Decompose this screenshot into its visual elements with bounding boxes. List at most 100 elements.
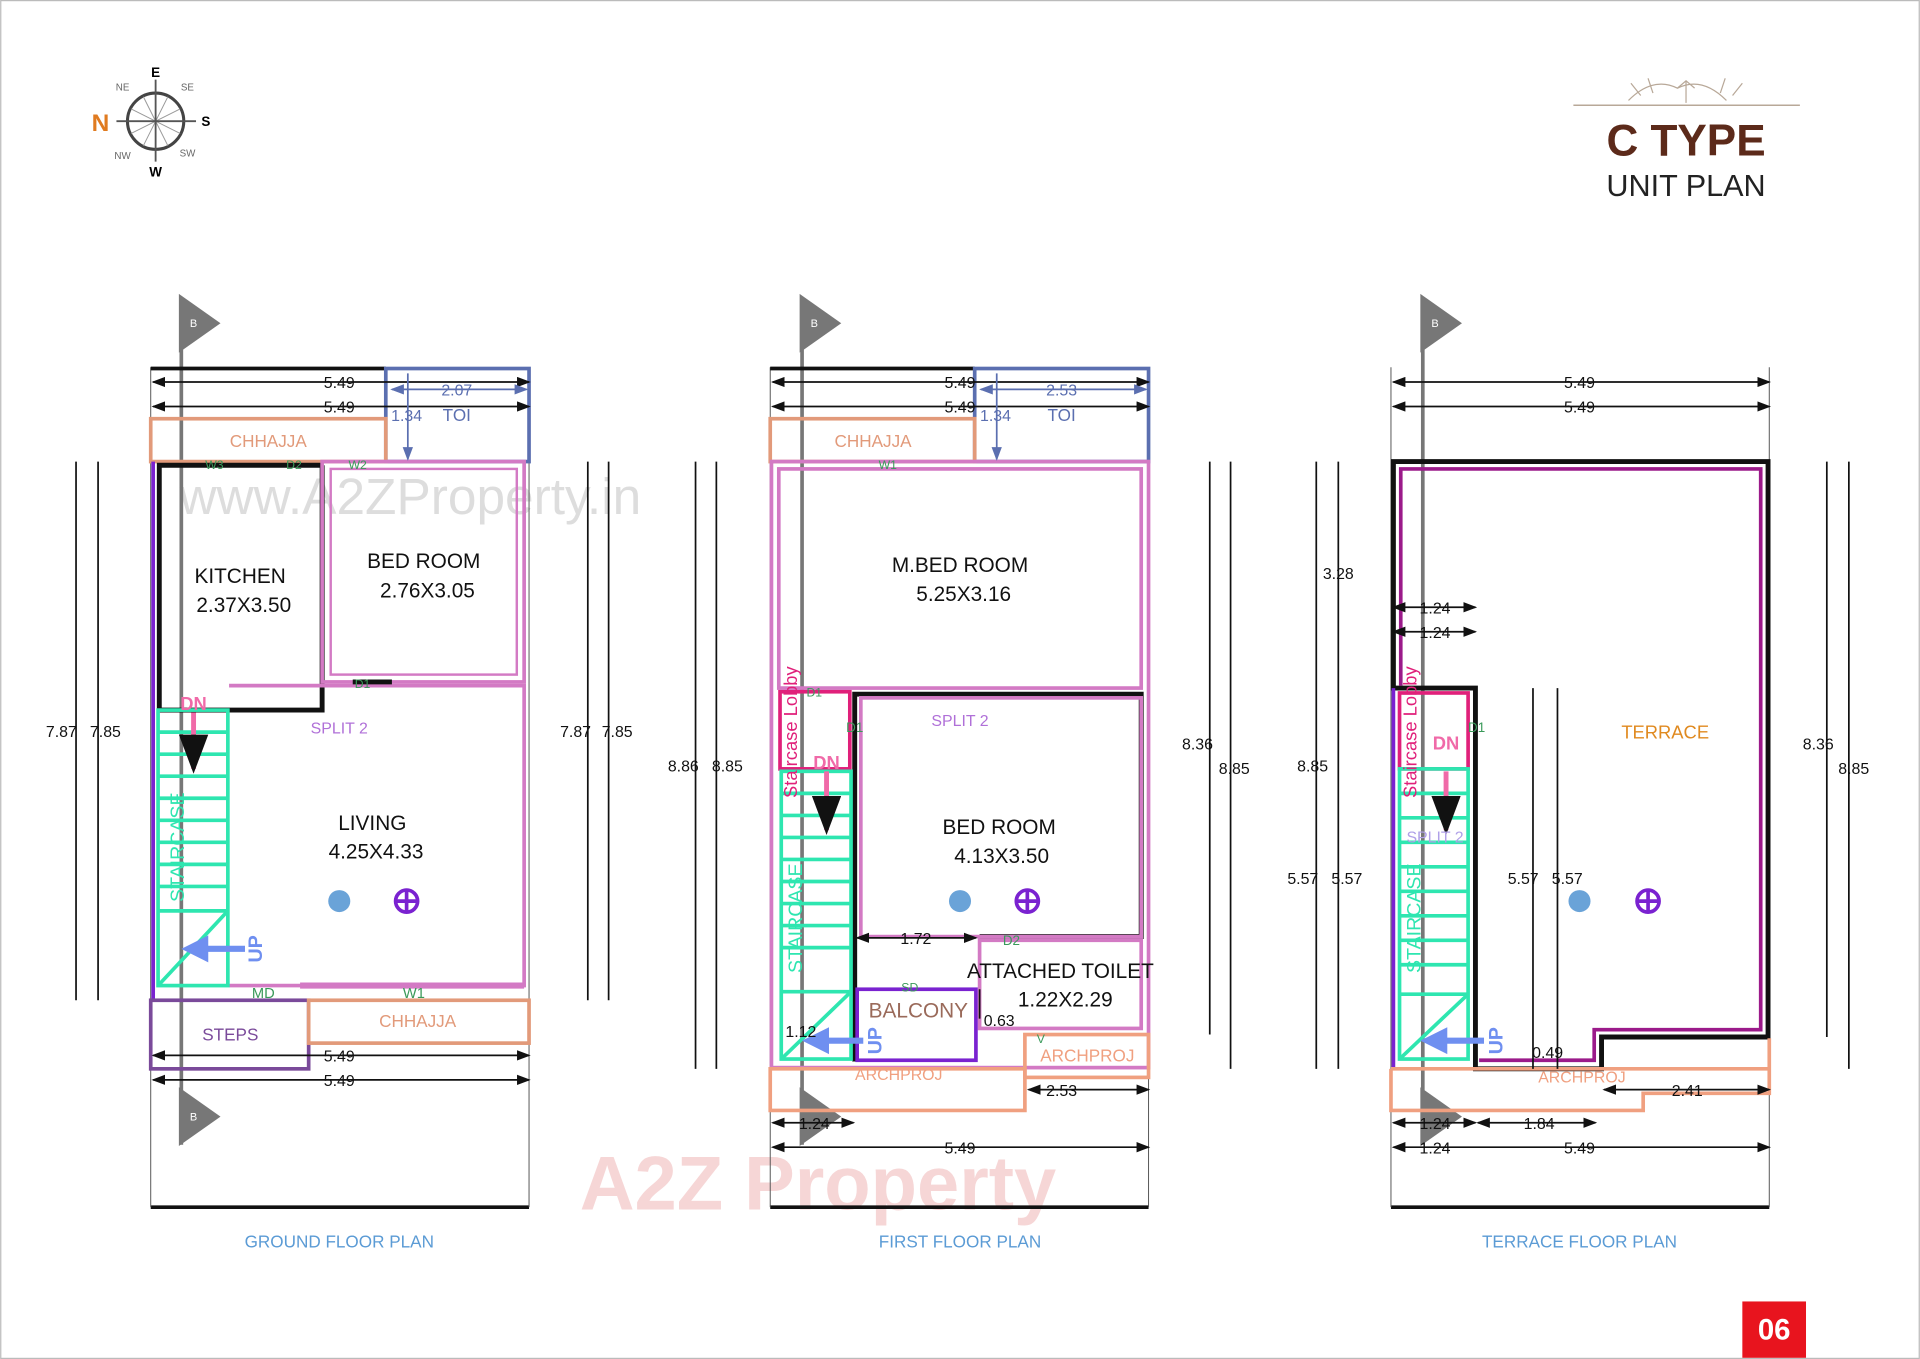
dim-height: 8.36 xyxy=(1803,736,1834,753)
dim-1-12: 1.12 xyxy=(785,1024,816,1041)
section-marker-label: B xyxy=(1431,318,1438,330)
archproj-2 xyxy=(1023,1032,1151,1080)
opening-w1: W1 xyxy=(403,986,425,1002)
opening-w1: W1 xyxy=(879,458,898,472)
title-block: C TYPE UNIT PLAN xyxy=(1573,78,1800,203)
bedroom-walls xyxy=(320,459,526,684)
bedroom-label: BED ROOM xyxy=(943,816,1056,839)
master-bedroom-label: M.BED ROOM xyxy=(892,554,1028,577)
split-label: SPLIT 2 xyxy=(1406,829,1463,846)
dim-height: 8.85 xyxy=(1297,758,1328,775)
section-marker-label: B xyxy=(190,318,197,330)
dim-height: 8.85 xyxy=(712,758,743,775)
fan-point-icon xyxy=(948,890,972,913)
chhajja-label: CHHAJJA xyxy=(230,431,308,451)
dn-label: DN xyxy=(1433,732,1460,753)
dim-width: 5.49 xyxy=(324,1048,355,1065)
compass-icon: E S W N NE SE NW SW xyxy=(92,65,211,179)
opening-d1: D1 xyxy=(355,677,371,691)
archproj-1 xyxy=(768,1066,1027,1113)
toi-label: TOI xyxy=(1048,405,1076,425)
title-type: C TYPE xyxy=(1606,116,1765,165)
dim-width: 5.49 xyxy=(1564,1140,1595,1157)
chhajja-bottom-label: CHHAJJA xyxy=(379,1011,457,1031)
ground-floor-title: GROUND FLOOR PLAN xyxy=(245,1232,434,1252)
dim-3-28: 3.28 xyxy=(1323,566,1354,583)
dim-height: 8.85 xyxy=(1219,761,1250,778)
living-walls xyxy=(229,683,526,988)
toilet-walls xyxy=(977,938,1144,1031)
dim-height: 8.36 xyxy=(1182,736,1213,753)
toilet-label: ATTACHED TOILET xyxy=(967,960,1154,983)
dim-width: 5.49 xyxy=(324,1073,355,1090)
archproj-label: ARCHPROJ xyxy=(855,1067,943,1084)
dim-2-41: 2.41 xyxy=(1672,1083,1703,1100)
dim-toi-width: 2.53 xyxy=(1046,382,1077,399)
toilet-size: 1.22X2.29 xyxy=(1018,988,1113,1011)
dim-1-24: 1.24 xyxy=(1420,1116,1451,1133)
staircase-label: STAIRCASE xyxy=(785,863,807,973)
ground-floor-plan: 5.49 5.49 2.07 1.34 TOI CHHAJJA W3 D2 W2… xyxy=(46,366,633,1252)
page-number-badge xyxy=(1742,1301,1807,1358)
dim-5-57: 5.57 xyxy=(1508,871,1539,888)
section-marker-label: B xyxy=(811,318,818,330)
compass-nw-label: NW xyxy=(114,151,131,162)
balcony-label: BALCONY xyxy=(869,999,969,1022)
up-label: UP xyxy=(245,935,267,962)
opening-w3: W3 xyxy=(205,458,224,472)
opening-d1: D1 xyxy=(806,686,822,700)
bedroom-size: 4.13X3.50 xyxy=(954,845,1049,868)
balcony-walls xyxy=(855,987,978,1063)
up-label: UP xyxy=(865,1027,887,1054)
page-number: 06 xyxy=(1758,1313,1791,1346)
kitchen-size: 2.37X3.50 xyxy=(196,594,291,617)
compass-w-label: W xyxy=(149,164,162,179)
steps-label: STEPS xyxy=(202,1025,258,1045)
terrace-walls xyxy=(1390,459,1771,1072)
dim-1-84: 1.84 xyxy=(1524,1116,1555,1133)
chhajja-bottom xyxy=(306,998,531,1045)
master-bedroom-size: 5.25X3.16 xyxy=(916,583,1011,606)
section-marker-icon xyxy=(178,293,1462,1146)
opening-d1: D1 xyxy=(846,720,863,735)
staircase-first xyxy=(779,769,853,1061)
terrace-parapet xyxy=(1398,467,1763,1063)
dim-toi-width: 2.07 xyxy=(441,382,472,399)
fan-point-icon xyxy=(1568,890,1591,913)
ornament-icon xyxy=(1628,78,1743,103)
compass-se-label: SE xyxy=(181,83,195,94)
living-label: LIVING xyxy=(338,812,406,835)
up-label: UP xyxy=(1485,1027,1507,1054)
dim-1-72: 1.72 xyxy=(900,931,931,948)
opening-w2: W2 xyxy=(348,458,367,472)
dn-label: DN xyxy=(180,693,207,714)
first-floor-title: FIRST FLOOR PLAN xyxy=(879,1232,1041,1252)
chhajja-label: CHHAJJA xyxy=(835,431,913,451)
opening-sd: SD xyxy=(901,981,918,995)
dim-height: 7.87 xyxy=(46,724,77,741)
dim-toi-height: 1.34 xyxy=(391,408,422,425)
fan-point-icon xyxy=(328,890,351,913)
opening-d1: D1 xyxy=(1468,720,1485,735)
watermark-logo: A2Z Property xyxy=(580,1142,1057,1227)
dim-width: 5.49 xyxy=(324,400,355,417)
staircase-lobby xyxy=(778,689,852,771)
section-marker-label: B xyxy=(190,1111,197,1123)
kitchen-label: KITCHEN xyxy=(194,565,285,588)
watermark-url: www.A2ZProperty.in xyxy=(178,467,641,525)
dim-width: 5.49 xyxy=(945,375,976,392)
split-label: SPLIT 2 xyxy=(311,720,368,737)
opening-d2: D2 xyxy=(1003,933,1020,948)
terrace-floor-title: TERRACE FLOOR PLAN xyxy=(1482,1232,1677,1252)
dn-label: DN xyxy=(813,752,840,773)
light-point-icon xyxy=(393,888,420,914)
dim-height: 8.86 xyxy=(668,758,699,775)
dim-width: 5.49 xyxy=(945,1140,976,1157)
staircase-lobby-label: Staircase Lobby xyxy=(780,666,801,798)
bedroom-size: 2.76X3.05 xyxy=(380,579,475,602)
dim-toi-height: 1.34 xyxy=(980,408,1011,425)
compass-ne-label: NE xyxy=(116,83,130,94)
archproj xyxy=(1389,1038,1772,1113)
opening-d2: D2 xyxy=(286,458,302,472)
staircase-label: STAIRCASE xyxy=(1403,863,1425,973)
